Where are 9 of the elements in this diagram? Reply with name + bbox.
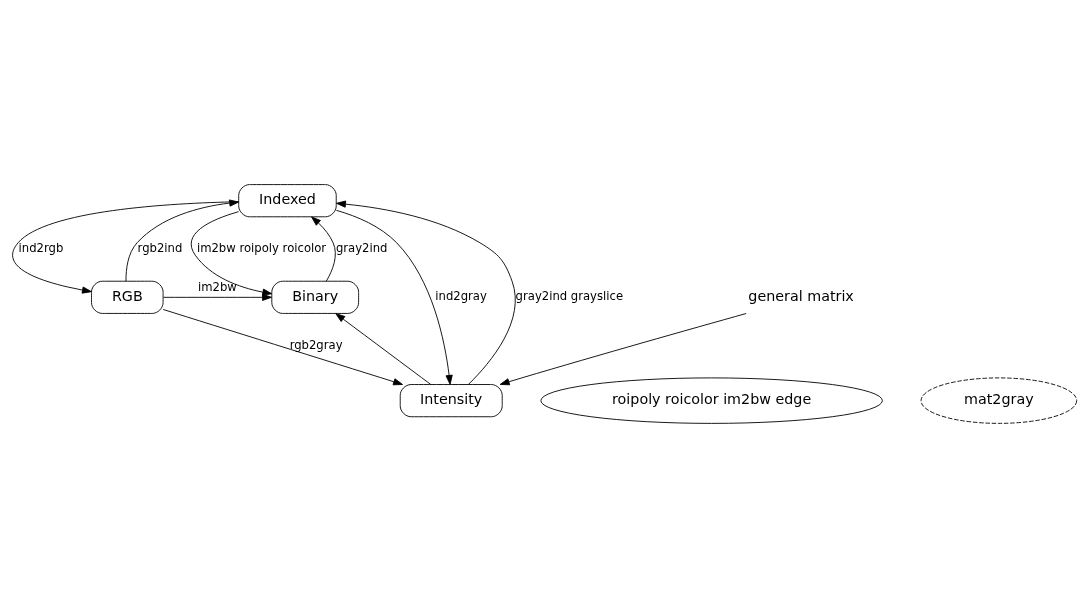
edge-label: gray2ind: [335, 240, 388, 255]
edge-label: im2bw roipoly roicolor: [196, 240, 327, 255]
edge-label: ind2gray: [435, 288, 487, 303]
edge-label: rgb2gray: [289, 337, 343, 352]
node-text: general matrix: [748, 287, 854, 304]
edge-label: ind2rgb: [18, 240, 64, 255]
edge-label: rgb2ind: [137, 240, 183, 255]
edge-label: gray2ind grayslice: [515, 288, 624, 303]
edge-label: im2bw: [198, 279, 237, 294]
